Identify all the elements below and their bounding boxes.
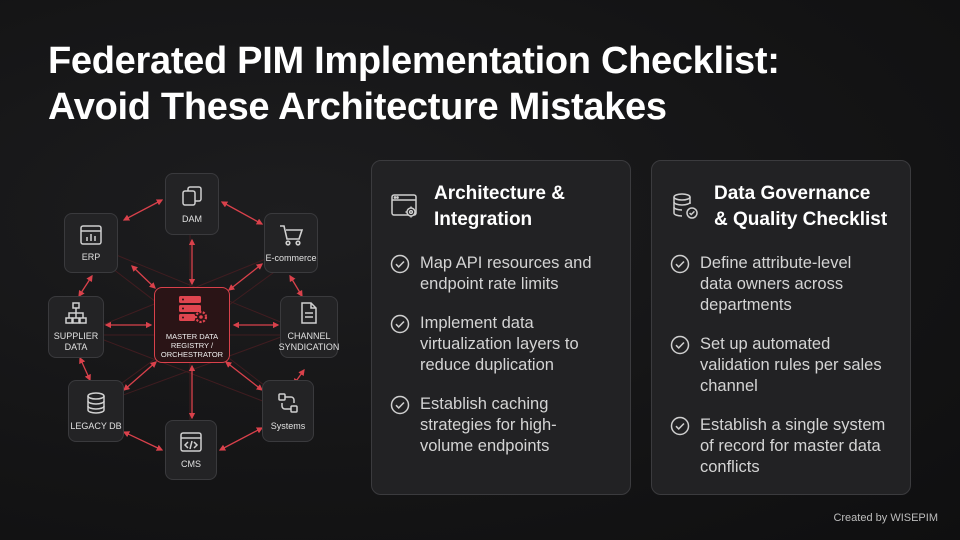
node-supplier-data[interactable]: SUPPLIER DATA — [48, 296, 104, 358]
node-ecommerce-label: E-commerce — [265, 252, 317, 263]
check-circle-icon — [670, 254, 690, 274]
checklist-item-text: volume endpoints — [420, 437, 550, 455]
node-dam-label: DAM — [182, 213, 202, 224]
hub-label-line-2: REGISTRY / — [170, 341, 214, 350]
node-dam[interactable]: DAM — [165, 173, 219, 235]
checklist-item-text: conflicts — [700, 458, 760, 476]
hub-master-data-registry[interactable]: MASTER DATA REGISTRY / ORCHESTRATOR — [154, 287, 230, 363]
title-line-1: Federated PIM Implementation Checklist: — [48, 40, 780, 82]
checklist-item: Define attribute-level data owners acros… — [670, 253, 902, 316]
node-channel-label-line-1: CHANNEL — [287, 331, 331, 341]
checklist-item: Implement data virtualization layers to … — [390, 313, 622, 376]
node-systems-label: Systems — [270, 420, 306, 431]
database-check-icon — [670, 191, 700, 221]
node-ecommerce[interactable]: E-commerce — [264, 213, 318, 273]
checklist-item-text: Establish caching — [420, 395, 549, 413]
checklist-item: Establish a single system of record for … — [670, 415, 902, 478]
window-gear-icon — [390, 191, 420, 221]
checklist-item: Establish caching strategies for high- v… — [390, 394, 622, 457]
copy-icon — [180, 184, 204, 208]
hub-label: MASTER DATA REGISTRY / ORCHESTRATOR — [161, 332, 223, 359]
footer-credit: Created by WISEPIM — [833, 512, 938, 524]
node-supplier-label-line-2: DATA — [64, 342, 88, 352]
card-architecture-integration: Architecture & Integration Map API resou… — [371, 160, 631, 495]
server-gear-icon — [176, 294, 208, 329]
checklist-item-text: Map API resources and — [420, 254, 592, 272]
node-channel-label-line-2: SYNDICATION — [278, 342, 340, 352]
checklist-item-text: endpoint rate limits — [420, 275, 559, 293]
checklist-item-text: data owners across — [700, 275, 844, 293]
node-systems[interactable]: Systems — [262, 380, 314, 442]
card-1-title-line-2: Integration — [434, 209, 533, 230]
checklist-item-text: Define attribute-level — [700, 254, 852, 272]
checklist-item-text: Establish a single system — [700, 416, 886, 434]
sync-icon — [276, 391, 300, 415]
org-chart-icon — [64, 301, 88, 325]
card-1-title-line-1: Architecture & — [434, 183, 565, 204]
checklist-item: Set up automated validation rules per sa… — [670, 334, 902, 397]
card-2-checklist: Define attribute-level data owners acros… — [670, 253, 902, 496]
check-circle-icon — [670, 335, 690, 355]
checklist-item-text: channel — [700, 377, 758, 395]
check-circle-icon — [670, 416, 690, 436]
card-2-title-line-2: & Quality Checklist — [714, 209, 888, 230]
checklist-item: Map API resources and endpoint rate limi… — [390, 253, 622, 295]
node-legacy-db[interactable]: LEGACY DB — [68, 380, 124, 442]
node-cms-label: CMS — [181, 458, 201, 469]
cart-icon — [278, 223, 304, 247]
node-supplier-label: SUPPLIER DATA — [54, 331, 99, 353]
hub-label-line-3: ORCHESTRATOR — [160, 350, 224, 359]
checklist-item-text: validation rules per sales — [700, 356, 882, 374]
bar-chart-window-icon — [79, 224, 103, 246]
card-2-title-line-1: Data Governance — [714, 183, 871, 204]
database-icon — [85, 391, 107, 415]
check-circle-icon — [390, 254, 410, 274]
checklist-item-text: virtualization layers to — [420, 335, 579, 353]
card-2-title: Data Governance & Quality Checklist — [714, 181, 914, 233]
hub-label-line-1: MASTER DATA — [165, 332, 219, 341]
checklist-item-text: departments — [700, 296, 792, 314]
code-window-icon — [179, 431, 203, 453]
node-channel-label: CHANNEL SYNDICATION — [279, 331, 340, 353]
card-1-checklist: Map API resources and endpoint rate limi… — [390, 253, 622, 475]
checklist-item-text: strategies for high- — [420, 416, 557, 434]
node-legacy-label: LEGACY DB — [70, 420, 122, 431]
title-line-2: Avoid These Architecture Mistakes — [48, 86, 667, 128]
check-circle-icon — [390, 314, 410, 334]
card-1-title: Architecture & Integration — [434, 181, 634, 233]
node-erp-label: ERP — [81, 251, 101, 262]
node-cms[interactable]: CMS — [165, 420, 217, 480]
check-circle-icon — [390, 395, 410, 415]
page-title: Federated PIM Implementation Checklist: … — [48, 38, 928, 130]
node-channel-syndication[interactable]: CHANNEL SYNDICATION — [279, 296, 340, 358]
checklist-item-text: of record for master data — [700, 437, 881, 455]
card-data-governance: Data Governance & Quality Checklist Defi… — [651, 160, 911, 495]
document-icon — [298, 301, 320, 325]
checklist-item-text: Implement data — [420, 314, 534, 332]
checklist-item-text: reduce duplication — [420, 356, 554, 374]
node-erp[interactable]: ERP — [64, 213, 118, 273]
checklist-item-text: Set up automated — [700, 335, 831, 353]
node-supplier-label-line-1: SUPPLIER — [53, 331, 99, 341]
